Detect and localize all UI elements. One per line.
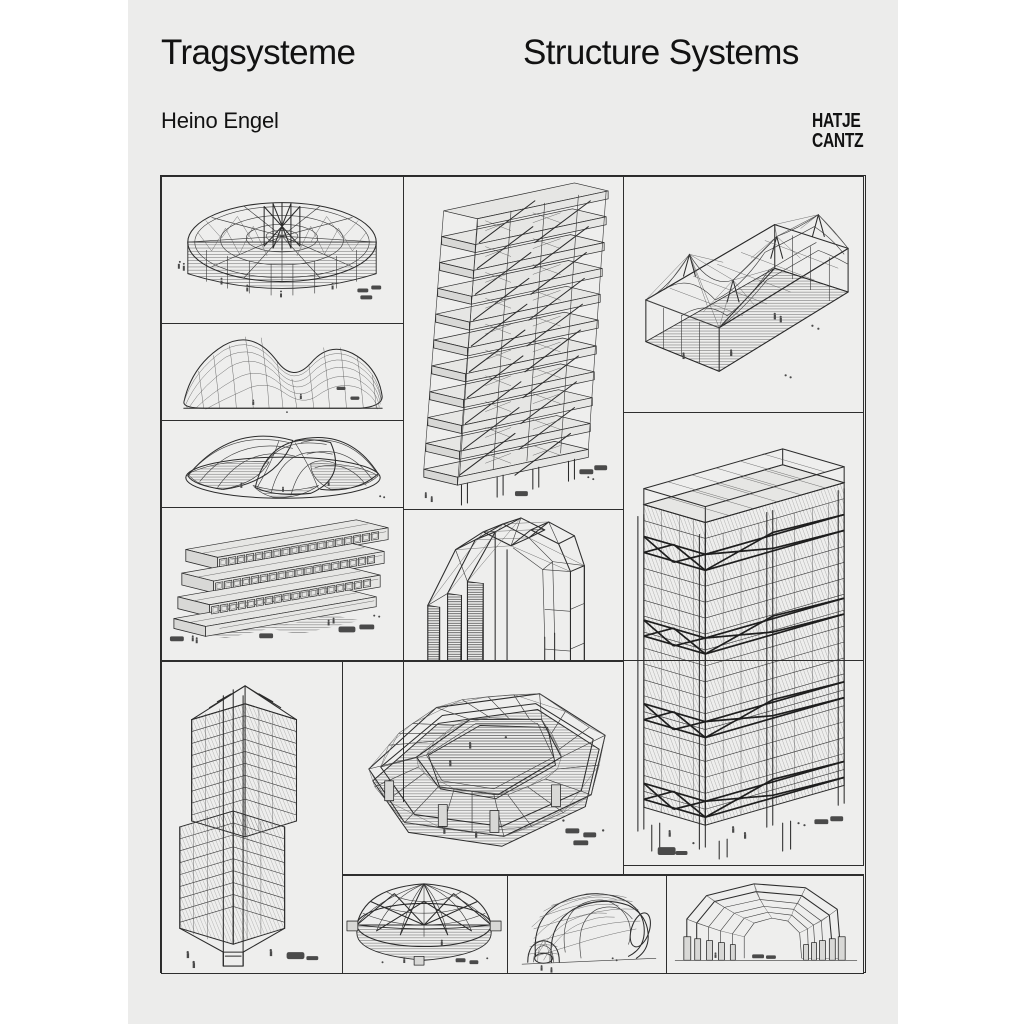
plate-grid [160,175,866,974]
book-cover: Tragsysteme Structure Systems Heino Enge… [128,0,898,1024]
title-german: Tragsysteme [161,33,356,72]
publisher-logo: HATJE CANTZ [812,110,878,152]
publisher-line-1: HATJE [812,110,861,132]
panel-intersecting-barrel-vaults [507,875,667,974]
panel-modular-capsule-megastructure [161,507,404,662]
grid-divider-horizontal-2 [342,874,864,876]
publisher-line-2: CANTZ [812,129,864,152]
author-name: Heino Engel [161,108,279,133]
panel-outrigger-braced-high-rise [623,412,864,866]
panel-staggered-slab-frame-tower [403,176,624,510]
grid-divider-horizontal-1 [161,660,864,662]
panel-intersecting-shell-domes [161,420,404,508]
panel-nested-arch-frame-shed [666,875,864,974]
grid-divider-vertical-1 [403,176,405,802]
panel-geodesic-lattice-dome [342,875,508,974]
panel-core-cantilever-tower [161,661,343,974]
title-english: Structure Systems [523,33,799,72]
panel-long-span-tent-roof-hall [623,176,864,413]
grid-divider-vertical-2 [623,176,625,866]
panel-space-frame-stadium-roof [342,661,624,876]
cover-header: Tragsysteme Structure Systems Heino Enge… [128,0,898,175]
panel-circular-ribbed-dome-arena [161,176,404,324]
panel-hypar-grid-shell [161,323,404,421]
